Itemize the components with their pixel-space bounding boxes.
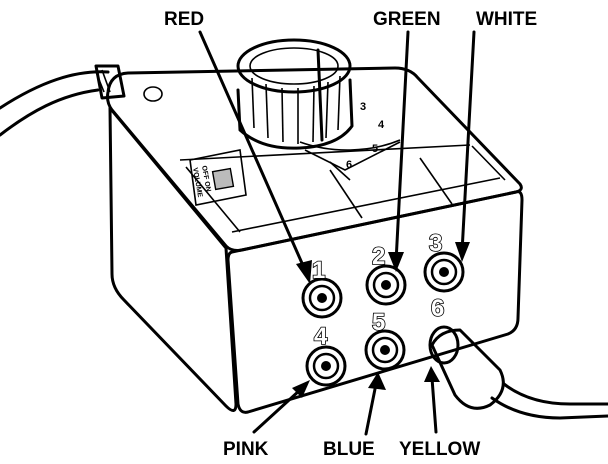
dial-number-5: 5 — [372, 143, 378, 155]
dial-number-4: 4 — [378, 119, 385, 131]
power-cord — [0, 64, 126, 137]
arrow-pink — [252, 380, 310, 434]
label-red: RED — [164, 9, 204, 30]
arrow-green — [388, 30, 410, 272]
arrow-red — [198, 30, 312, 284]
label-pink: PINK — [223, 439, 269, 460]
dial-number-6: 6 — [346, 159, 352, 171]
jack-number-2: 2 — [372, 243, 385, 270]
jack-number-1: 1 — [312, 257, 325, 284]
jack-number-6: 6 — [431, 295, 444, 322]
color-labels: RED GREEN WHITE PINK BLUE YELLOW — [164, 9, 537, 460]
jack-3 — [423, 251, 465, 293]
volume-switch: OFF ON VOLUME — [189, 149, 247, 206]
jack-4 — [305, 345, 347, 387]
label-white: WHITE — [476, 9, 537, 30]
jacks: 1 2 3 4 5 6 — [301, 229, 608, 420]
jack-number-5: 5 — [372, 309, 385, 336]
volume-dial: 3 4 5 6 — [299, 101, 401, 181]
switch-label-top: OFF ON — [200, 165, 211, 192]
jack-5 — [364, 329, 406, 371]
label-yellow: YELLOW — [399, 439, 480, 460]
arrow-white — [455, 30, 476, 262]
arrow-blue — [364, 372, 386, 436]
mount-hole — [143, 86, 163, 102]
label-green: GREEN — [373, 9, 441, 30]
dial-number-3: 3 — [360, 101, 366, 113]
jack-1 — [301, 277, 343, 319]
knob — [236, 38, 354, 150]
leader-arrows — [198, 30, 476, 436]
jack-number-4: 4 — [314, 323, 328, 350]
plug-6 — [428, 325, 608, 420]
label-blue: BLUE — [323, 439, 375, 460]
jack-2 — [365, 264, 407, 306]
jack-number-3: 3 — [429, 230, 442, 257]
arrow-yellow — [424, 366, 440, 434]
box-body — [106, 66, 524, 414]
